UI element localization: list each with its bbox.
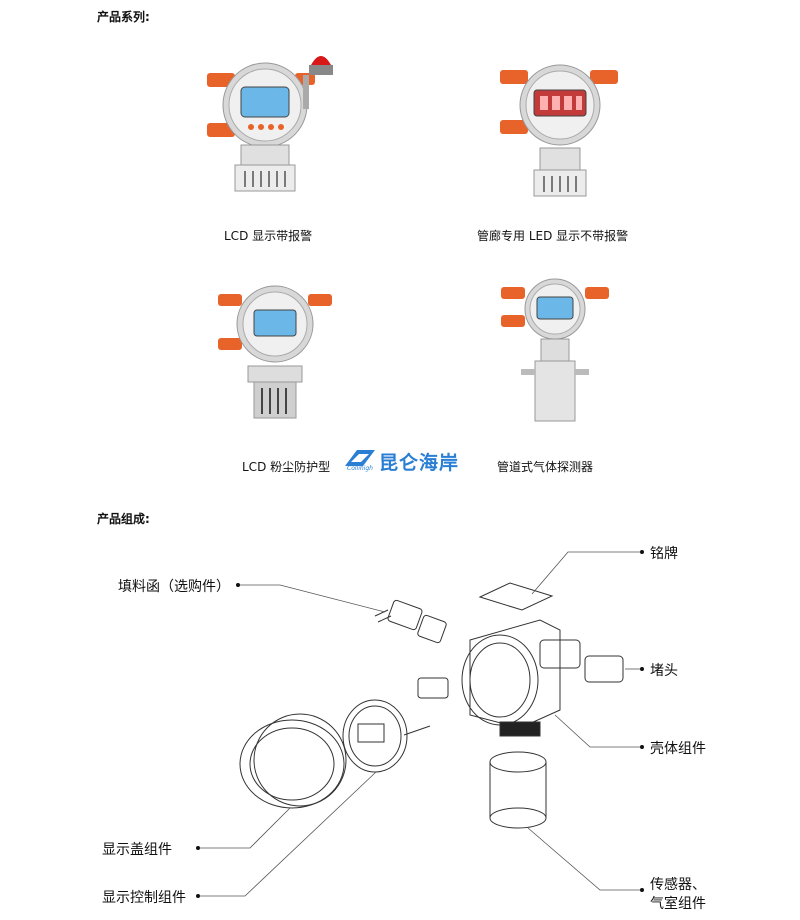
leader-cover	[198, 807, 291, 849]
leader-nameplate	[531, 551, 640, 595]
label-nameplate: 铭牌	[650, 546, 678, 562]
brand-logo: 昆仑海岸 Collihigh	[343, 446, 463, 474]
brand-logo-icon	[345, 450, 375, 466]
brand-logo-sub: Collihigh	[347, 465, 373, 472]
series-title: 产品系列:	[97, 10, 150, 24]
brand-logo-text: 昆仑海岸	[379, 452, 460, 474]
label-cover: 显示盖组件	[102, 842, 172, 858]
label-shell: 壳体组件	[650, 741, 706, 757]
caption-lcd-alarm: LCD 显示带报警	[224, 229, 313, 243]
leader-sensor	[527, 827, 640, 891]
leader-shell	[554, 714, 640, 748]
leader-filler	[236, 584, 386, 613]
control-part	[342, 699, 431, 773]
plug-part	[584, 655, 624, 683]
shell-part	[461, 619, 581, 737]
label-plug: 堵头	[650, 663, 678, 679]
filler-part	[374, 599, 447, 644]
label-control: 显示控制组件	[102, 890, 186, 906]
product-image-lcd-dustproof	[218, 285, 332, 419]
leader-control	[198, 771, 377, 897]
label-sensor-line1: 传感器、	[650, 877, 706, 893]
label-sensor-line2: 气室组件	[650, 896, 706, 912]
nameplate-part	[478, 582, 554, 611]
label-filler: 填料函（选购件）	[118, 579, 230, 595]
product-image-led-pipe-gallery	[500, 64, 618, 197]
small-nut-part	[417, 677, 449, 699]
caption-pipeline: 管道式气体探测器	[497, 460, 594, 474]
caption-lcd-dustproof: LCD 粉尘防护型	[242, 460, 331, 474]
cover-part	[239, 713, 347, 809]
product-image-lcd-alarm	[207, 56, 333, 192]
exploded-diagram	[196, 550, 644, 898]
composition-title: 产品组成:	[97, 512, 150, 526]
sensor-part	[489, 751, 547, 829]
product-image-pipeline	[501, 278, 609, 422]
caption-led-pipe-gallery: 管廊专用 LED 显示不带报警	[477, 229, 629, 243]
